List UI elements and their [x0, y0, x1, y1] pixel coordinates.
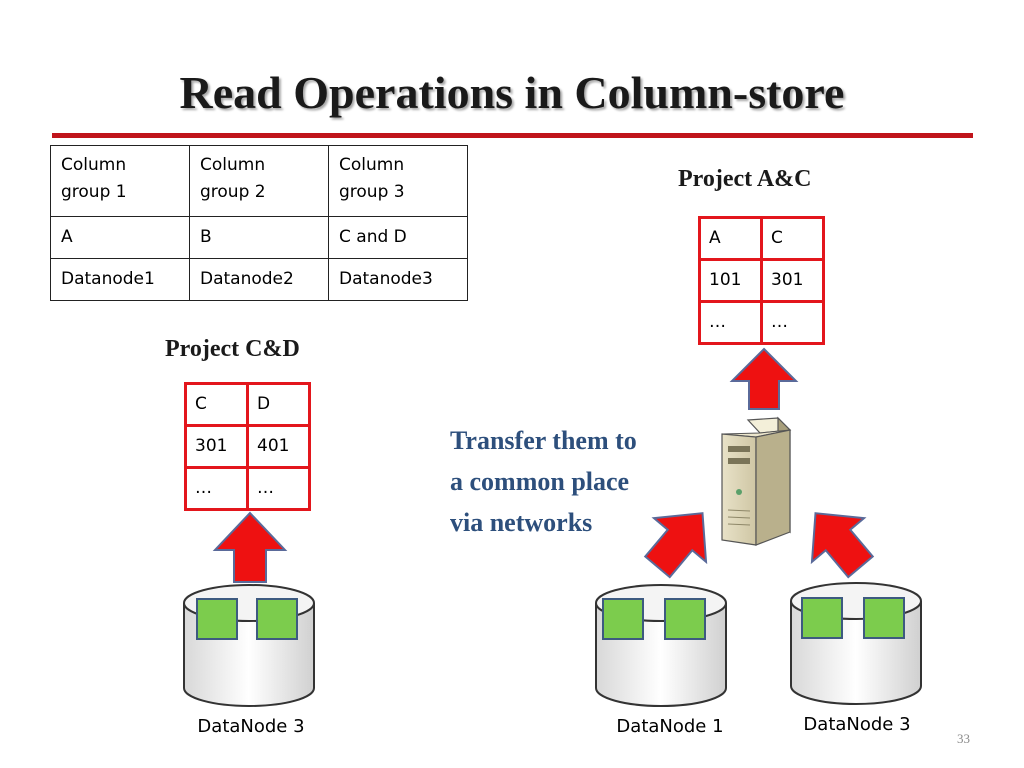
page-number: 33 [957, 731, 970, 746]
table-cell: A [698, 216, 763, 261]
table-row: A C [698, 216, 825, 261]
table-cell: C and D [328, 216, 468, 259]
table-cell: … [246, 466, 311, 511]
table-row: … … [184, 466, 311, 511]
table-cell: 401 [246, 424, 311, 469]
table-cell: 101 [698, 258, 763, 303]
table-cell: Datanode3 [328, 258, 468, 301]
table-cell: 301 [760, 258, 825, 303]
project-ac-label: Project A&C [678, 166, 812, 192]
table-cell: Column group 1 [50, 145, 190, 217]
transfer-line: a common place [450, 467, 630, 496]
table-cell: … [760, 300, 825, 345]
database-cylinder-icon [183, 584, 315, 707]
transfer-line: via networks [450, 508, 593, 537]
datanode-label: DataNode 3 [197, 716, 305, 737]
server-icon [721, 416, 792, 546]
table-cell: C [184, 382, 249, 427]
table-row: … … [698, 300, 825, 345]
table-cell: Column group 2 [189, 145, 329, 217]
table-cell: … [184, 466, 249, 511]
table-cell: Column group 3 [328, 145, 468, 217]
table-cell: Datanode1 [50, 258, 190, 301]
project-cd-label: Project C&D [165, 336, 300, 362]
project-ac-table: A C 101 301 … … [698, 216, 825, 345]
table-cell: 301 [184, 424, 249, 469]
column-groups-table: Column group 1 Column group 2 Column gro… [50, 145, 468, 301]
project-cd-table: C D 301 401 … … [184, 382, 311, 511]
table-cell: … [698, 300, 763, 345]
up-arrow-icon [212, 511, 288, 583]
table-cell: B [189, 216, 329, 259]
slide-title: Read Operations in Column-store [179, 67, 845, 118]
table-cell: D [246, 382, 311, 427]
datanode-label: DataNode 3 [803, 714, 911, 735]
title-divider [52, 133, 973, 138]
up-arrow-icon [810, 512, 875, 579]
table-row: 101 301 [698, 258, 825, 303]
table-cell: Datanode2 [189, 258, 329, 301]
table-cell: A [50, 216, 190, 259]
up-arrow-icon [729, 347, 799, 410]
up-arrow-icon [643, 512, 708, 579]
table-cell: C [760, 216, 825, 261]
table-row: A B C and D [50, 216, 468, 259]
datanode-label: DataNode 1 [616, 716, 724, 737]
transfer-caption: Transfer them to a common place via netw… [450, 420, 637, 543]
database-cylinder-icon [790, 582, 922, 705]
table-row: 301 401 [184, 424, 311, 469]
transfer-line: Transfer them to [450, 426, 637, 455]
database-cylinder-icon [595, 584, 727, 707]
table-row: C D [184, 382, 311, 427]
table-row: Datanode1 Datanode2 Datanode3 [50, 258, 468, 301]
table-row: Column group 1 Column group 2 Column gro… [50, 145, 468, 217]
